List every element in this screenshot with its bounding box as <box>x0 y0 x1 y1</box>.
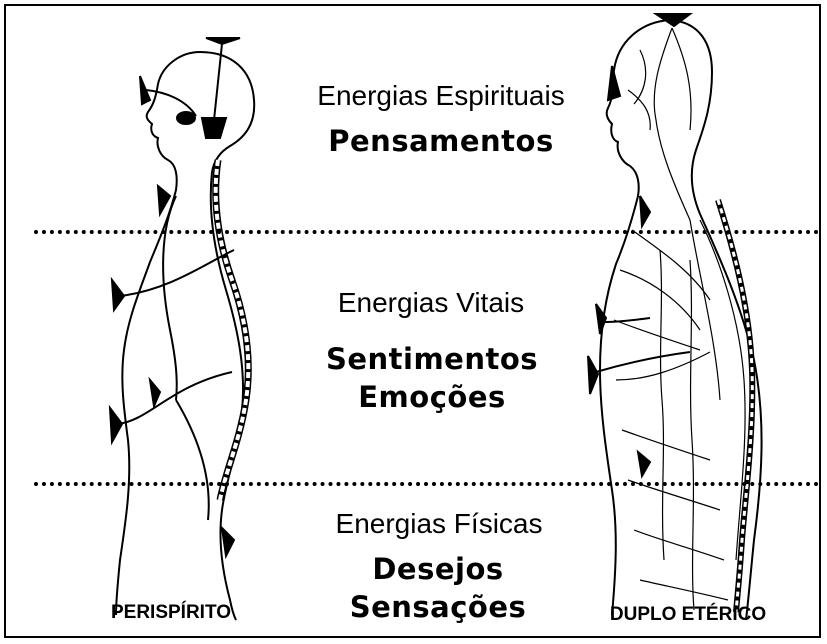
duplo-eterico-nerves <box>613 27 746 611</box>
perispirito-chakras <box>108 37 241 560</box>
sensacoes-label: Sensações <box>349 590 527 624</box>
emocoes-label: Emoções <box>358 380 506 414</box>
duplo-eterico-chakras <box>587 13 693 479</box>
duplo-eterico-caption: DUPLO ETÉRICO <box>609 604 767 625</box>
divider-vital-physical <box>34 482 819 486</box>
pensamentos-label: Pensamentos <box>328 124 554 158</box>
sentimentos-label: Sentimentos <box>325 342 539 376</box>
divider-spiritual-vital <box>34 230 819 234</box>
energias-vitais-label: Energias Vitais <box>337 287 525 318</box>
energias-espirituais-label: Energias Espirituais <box>317 80 565 111</box>
perispirito-spine <box>212 159 252 501</box>
perispirito-caption: PERISPÍRITO <box>110 602 231 623</box>
desejos-label: Desejos <box>372 552 504 586</box>
energias-fisicas-label: Energias Físicas <box>335 508 543 539</box>
diagram-frame <box>4 4 821 638</box>
